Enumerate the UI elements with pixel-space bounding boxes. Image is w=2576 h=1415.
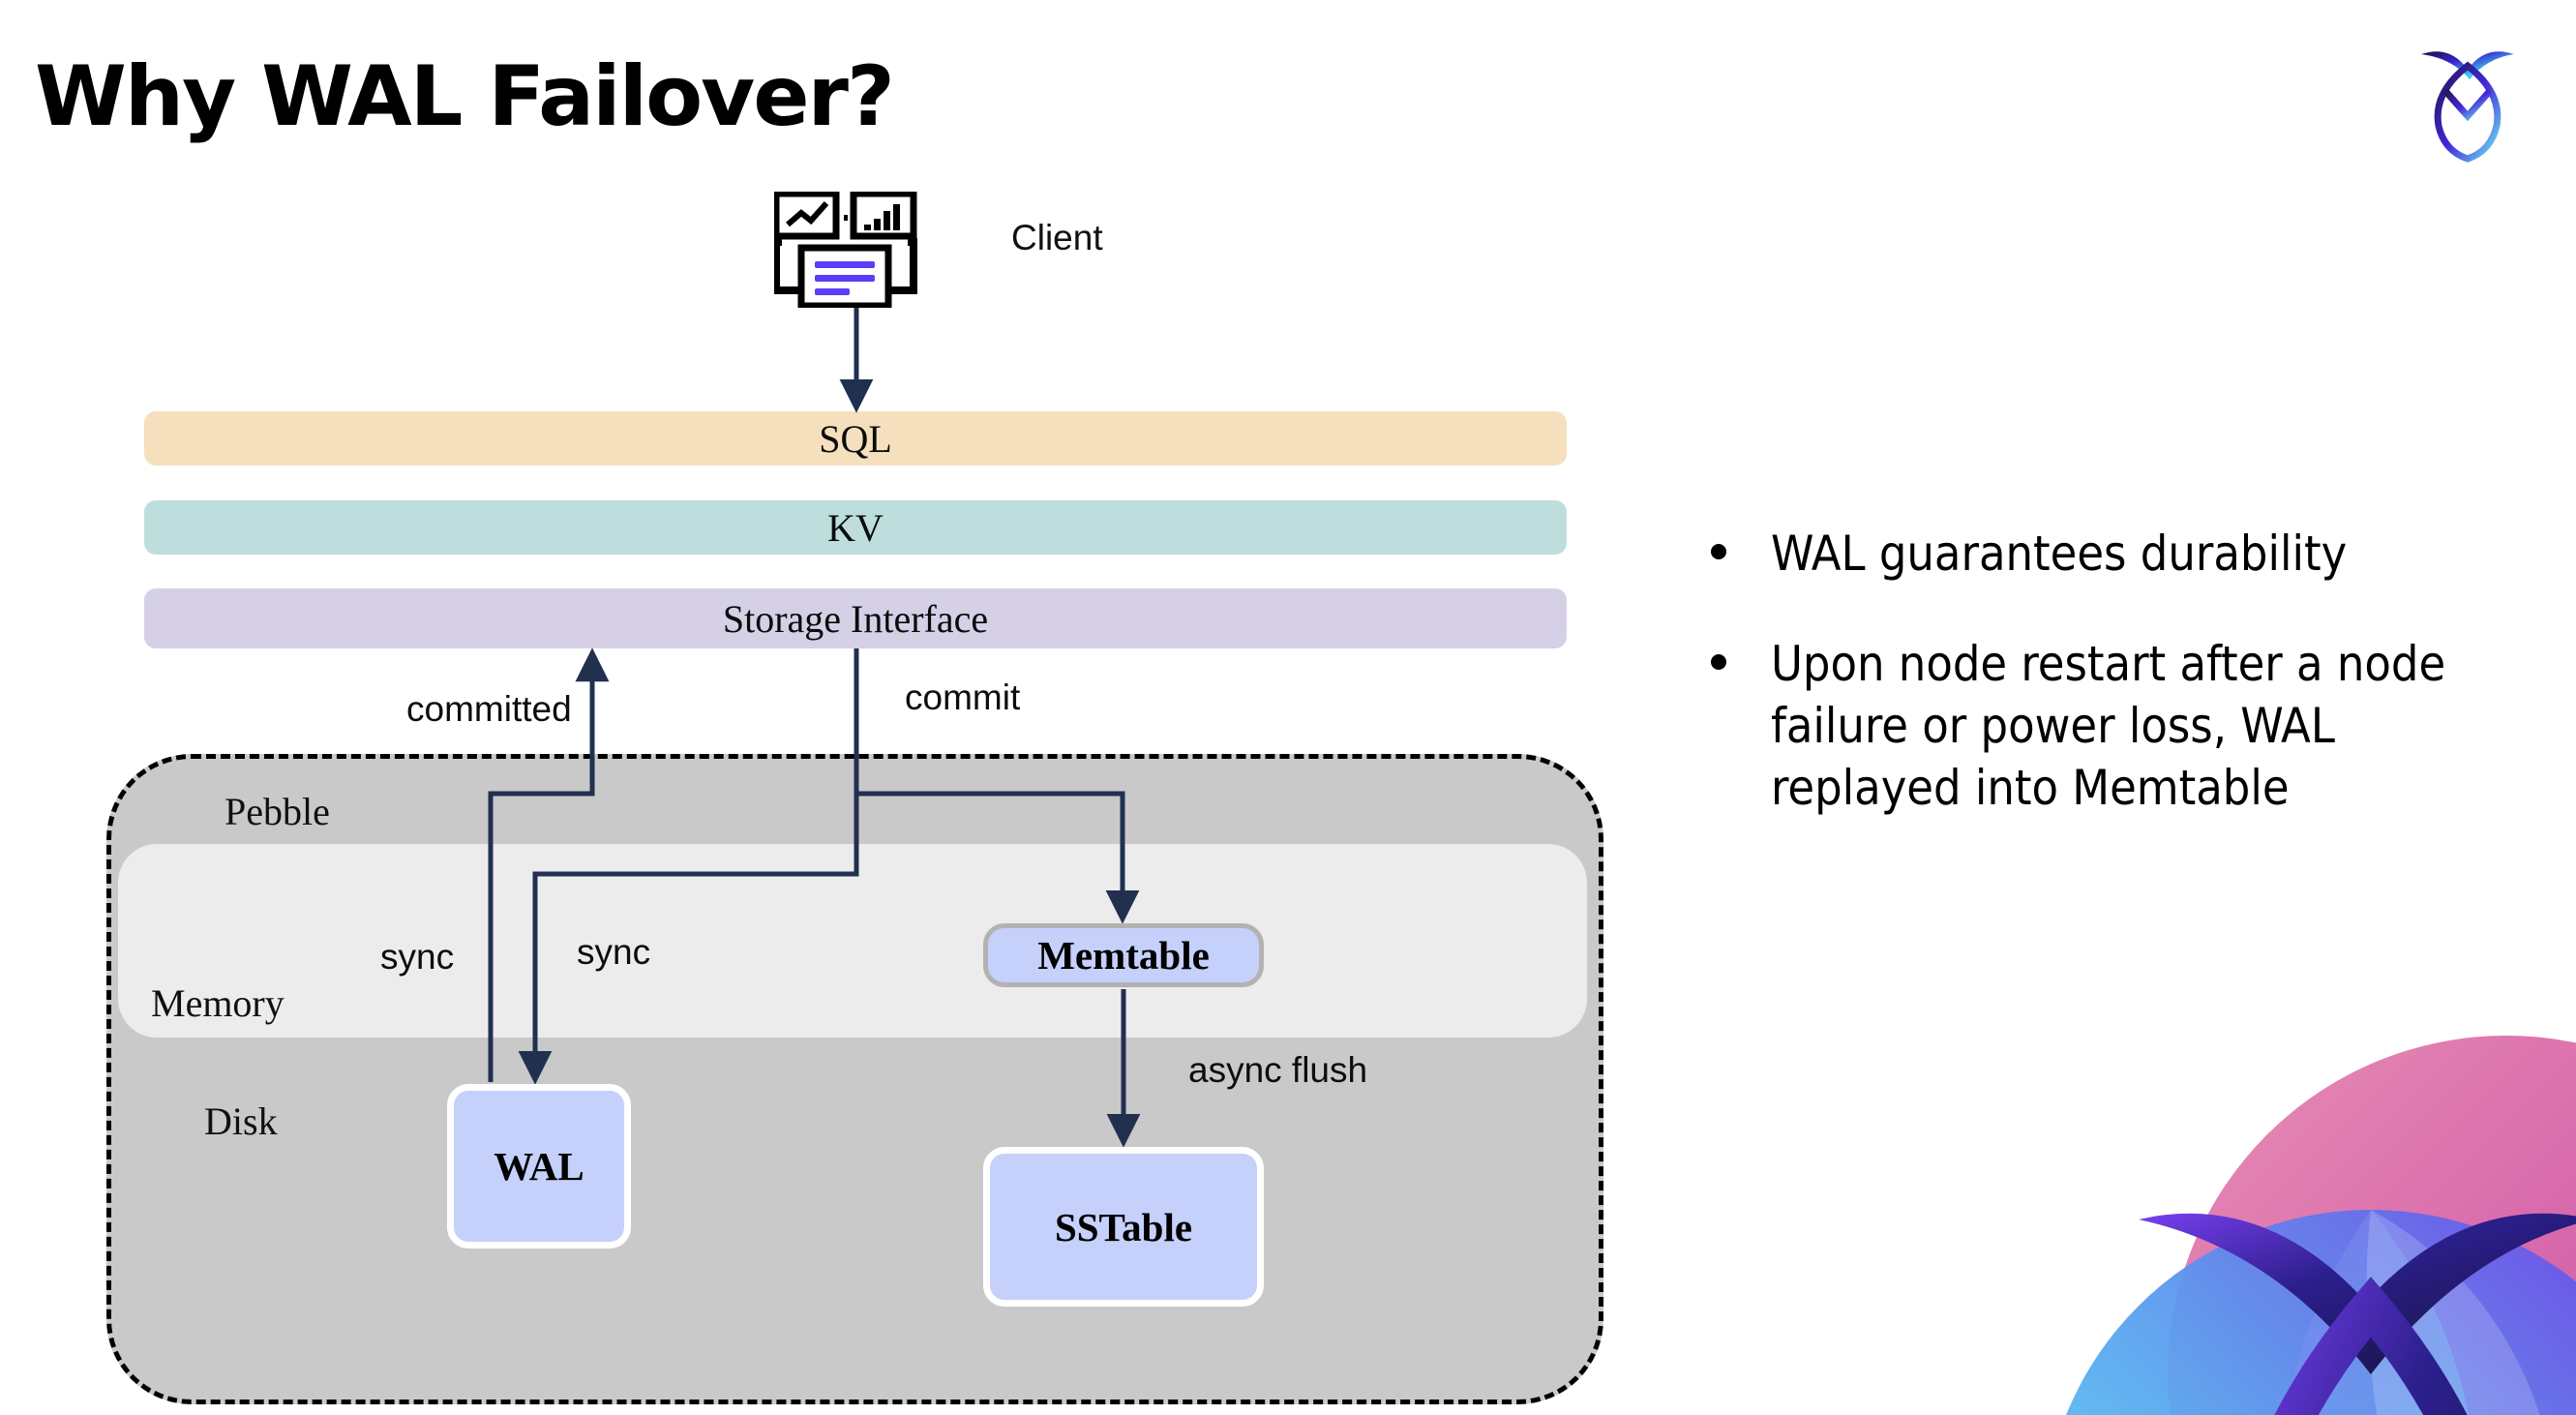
list-item: WAL guarantees durability: [1703, 523, 2477, 585]
edge-label-async-flush: async flush: [1188, 1050, 1368, 1090]
edge-label-sync-right: sync: [577, 932, 651, 972]
layer-sql: SQL: [144, 411, 1567, 466]
bullet-dot-icon: [1711, 544, 1726, 559]
box-memtable-label: Memtable: [1037, 933, 1210, 978]
box-memtable: Memtable: [983, 923, 1264, 987]
page-title: Why WAL Failover?: [35, 48, 895, 145]
client-label: Client: [1011, 218, 1103, 257]
bullet-text: Upon node restart after a node failure o…: [1771, 636, 2446, 816]
memory-label: Memory: [151, 981, 285, 1025]
cockroachdb-decorative-graphic: [1964, 919, 2576, 1415]
layer-storage-interface: Storage Interface: [144, 588, 1567, 648]
disk-label: Disk: [204, 1099, 278, 1143]
pebble-label: Pebble: [225, 790, 330, 833]
edge-label-committed: committed: [406, 689, 572, 729]
box-wal: WAL: [447, 1084, 631, 1249]
cockroachdb-logo-icon: [2410, 37, 2526, 163]
bullet-text: WAL guarantees durability: [1771, 526, 2348, 582]
layer-kv-label: KV: [827, 505, 884, 550]
box-sstable-label: SSTable: [1054, 1204, 1193, 1249]
layer-storage-interface-label: Storage Interface: [722, 596, 989, 641]
edge-label-commit: commit: [905, 677, 1021, 717]
bullet-dot-icon: [1711, 654, 1726, 670]
edge-label-sync-left: sync: [380, 937, 455, 977]
box-wal-label: WAL: [494, 1144, 584, 1189]
layer-kv: KV: [144, 500, 1567, 555]
list-item: Upon node restart after a node failure o…: [1703, 633, 2477, 819]
box-sstable: SSTable: [983, 1147, 1264, 1307]
memory-zone: [118, 844, 1587, 1038]
layer-sql-label: SQL: [819, 416, 892, 461]
architecture-diagram: Client SQL KV Storage Interface Pebble M…: [106, 190, 1603, 1404]
bullet-list: WAL guarantees durability Upon node rest…: [1703, 523, 2477, 819]
client-monitor-icon: [772, 190, 929, 310]
